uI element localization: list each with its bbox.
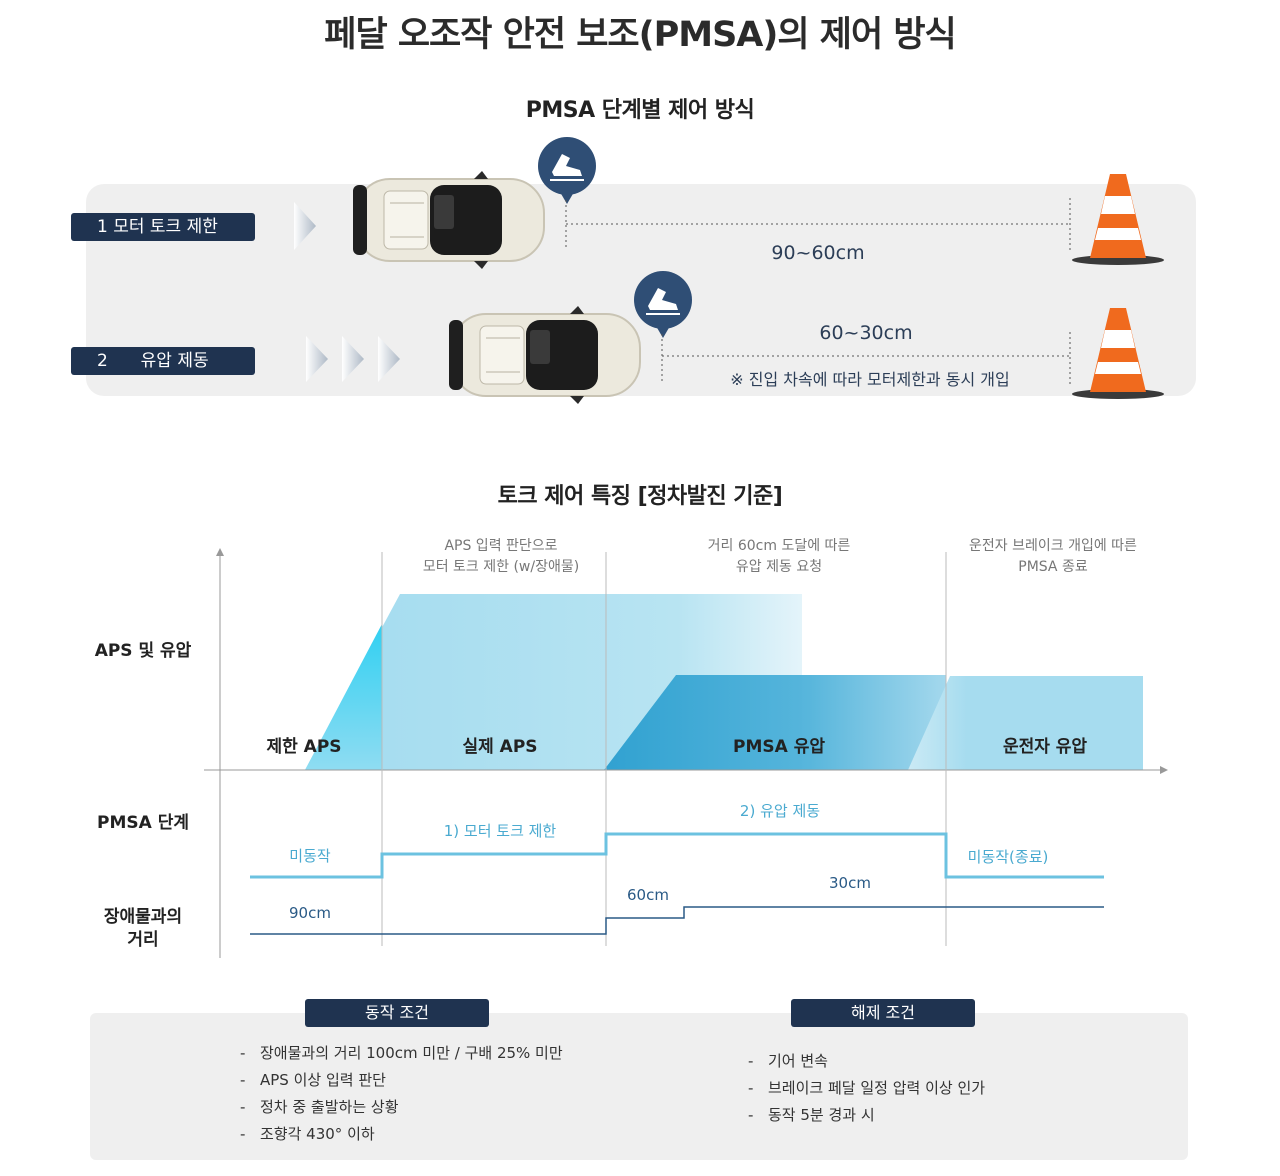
torque-section-title: 토크 제어 특징 [정차발진 기준] (497, 484, 783, 509)
stage-2-distance: 60~30cm (819, 322, 913, 344)
phase-1-description: APS 입력 판단으로 모터 토크 제한 (w/장애물) (422, 538, 580, 575)
list-item: 정차 중 출발하는 상황 (240, 1094, 660, 1121)
release-condition-badge: 해제 조건 (791, 999, 975, 1027)
stage-2-badge: 2 유압 제동 (71, 347, 255, 375)
row-label-aps: APS 및 유압 (94, 641, 192, 661)
distance-label-60: 60cm (627, 886, 669, 904)
phase-3-description: 운전자 브레이크 개입에 따른 PMSA 종료 (969, 538, 1137, 575)
limited-aps-area (305, 624, 382, 770)
traffic-cone-icon (1072, 174, 1164, 265)
distance-label-90: 90cm (289, 904, 331, 922)
distance-label-30: 30cm (829, 874, 871, 892)
area-label-limited-aps: 제한 APS (266, 737, 342, 757)
stage-1-label: 1 모터 토크 제한 (97, 217, 218, 237)
stage-label-inactive: 미동작 (289, 847, 331, 865)
stage-1-badge: 1 모터 토크 제한 (71, 213, 255, 241)
car-icon (353, 171, 545, 269)
list-item: 기어 변속 (748, 1048, 1128, 1075)
stage-2-label: 유압 제동 (140, 351, 209, 371)
release-condition-list: 기어 변속 브레이크 페달 일정 압력 이상 인가 동작 5분 경과 시 (748, 1048, 1128, 1129)
stage-step-line (250, 832, 1104, 879)
car-icon (449, 306, 641, 404)
chevron-right-icon (306, 336, 400, 382)
distance-step-line (250, 906, 1104, 935)
page-title: 페달 오조작 안전 보조(PMSA)의 제어 방식 (324, 15, 957, 55)
stage-1-distance: 90~60cm (771, 242, 865, 264)
list-item: 동작 5분 경과 시 (748, 1102, 1128, 1129)
row-label-distance: 장애물과의 거리 (103, 907, 183, 950)
traffic-cone-icon (1072, 308, 1164, 399)
phase-2-description: 거리 60cm 도달에 따른 유압 제동 요청 (707, 538, 851, 575)
stage-2-note: ※ 진입 차속에 따라 모터제한과 동시 개입 (730, 370, 1010, 389)
area-label-driver-hydraulic: 운전자 유압 (1002, 737, 1088, 757)
stage-label-ended: 미동작(종료) (967, 848, 1049, 866)
pedal-foot-icon (538, 137, 596, 204)
torque-diagram (204, 548, 1168, 958)
area-label-actual-aps: 실제 APS (462, 737, 538, 757)
activation-condition-badge: 동작 조건 (305, 999, 489, 1027)
row-label-stage: PMSA 단계 (97, 813, 189, 833)
stage-section-title: PMSA 단계별 제어 방식 (525, 98, 755, 123)
stage-label-hydraulic: 2) 유압 제동 (739, 802, 821, 820)
stage-label-motor: 1) 모터 토크 제한 (443, 822, 557, 840)
driver-hydraulic-area (908, 676, 1143, 770)
list-item: APS 이상 입력 판단 (240, 1067, 660, 1094)
stage-2-number: 2 (97, 351, 108, 371)
list-item: 조향각 430° 이하 (240, 1121, 660, 1148)
list-item: 장애물과의 거리 100cm 미만 / 구배 25% 미만 (240, 1040, 660, 1067)
pedal-foot-icon (634, 271, 692, 338)
area-label-pmsa-hydraulic: PMSA 유압 (733, 737, 825, 757)
chevron-right-icon (294, 202, 316, 250)
distance-guides (565, 198, 1071, 384)
activation-condition-list: 장애물과의 거리 100cm 미만 / 구배 25% 미만 APS 이상 입력 … (240, 1040, 660, 1148)
list-item: 브레이크 페달 일정 압력 이상 인가 (748, 1075, 1128, 1102)
pmsa-hydraulic-area (604, 675, 946, 770)
